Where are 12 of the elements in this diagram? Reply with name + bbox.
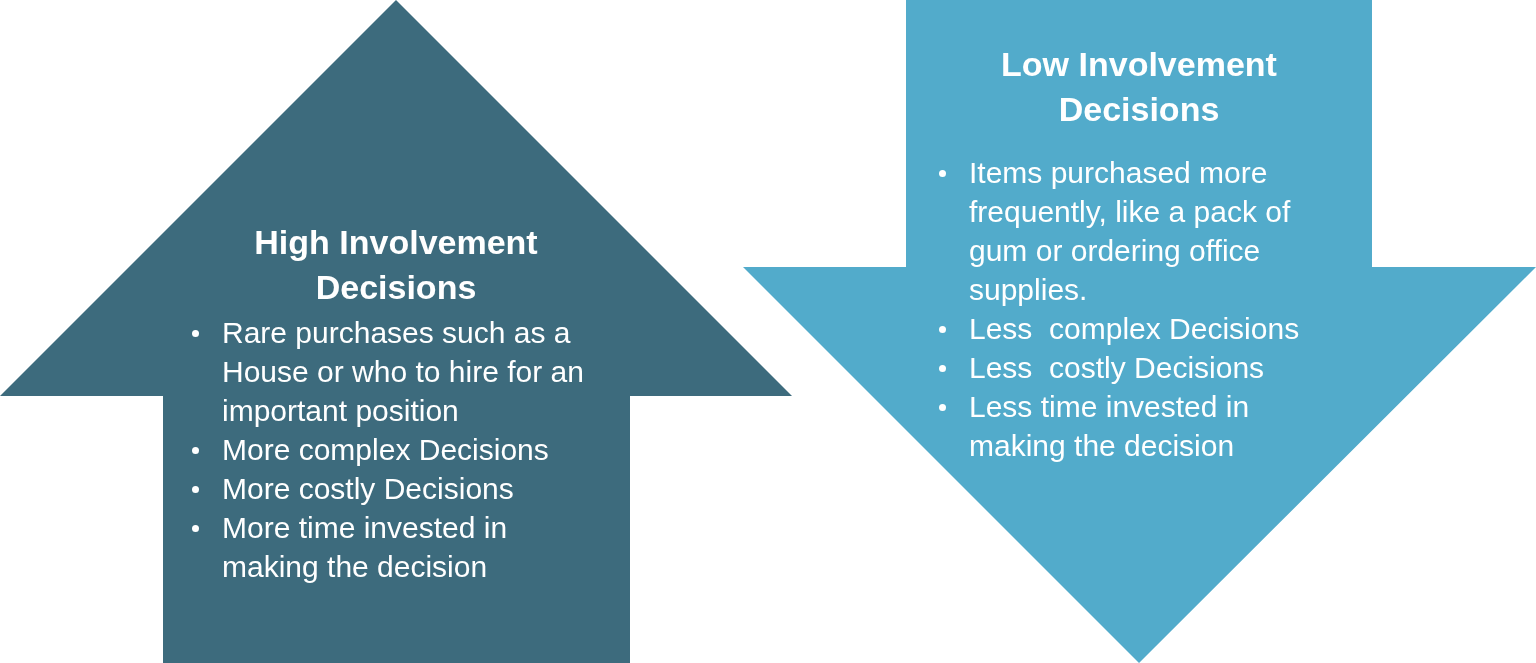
heading: Low Involvement Decisions [1000,44,1278,130]
bullet-item: Rare purchases such as a House or who to hire for an important position [222,313,585,430]
up-arrow [0,0,792,663]
bullet-item: Less complex Decisions [969,309,1322,348]
down-arrow [743,0,1536,663]
bullet-item: More complex Decisions [222,430,585,469]
bullet-item: Less time invested in making the decision [969,387,1322,465]
bullet-item: More time invested in making the decision [222,508,585,586]
bullet-item: More costly Decisions [222,469,585,508]
bullet-item: Items purchased more frequently, like a pack of gum or ordering office supplies. [969,153,1322,309]
heading: High Involvement Decisions [253,222,539,308]
bullet-item: Less costly Decisions [969,348,1322,387]
